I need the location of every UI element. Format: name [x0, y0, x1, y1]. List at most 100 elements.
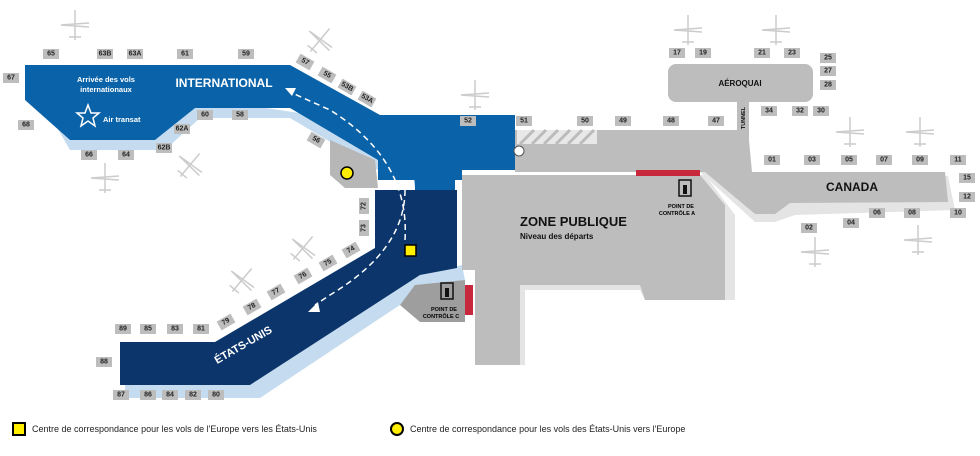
checkpoint-a-bar [636, 170, 700, 176]
walkway-us [314, 189, 406, 306]
svg-text:49: 49 [619, 118, 627, 125]
gate-78: 78 [242, 298, 262, 316]
gate-51: 51 [516, 116, 532, 126]
svg-text:85: 85 [144, 326, 152, 333]
gate-06: 06 [869, 208, 885, 218]
gate-64: 64 [118, 150, 134, 160]
gate-89: 89 [115, 324, 131, 334]
gate-17: 17 [669, 48, 685, 58]
gate-73: 73 [359, 220, 369, 236]
airplane-icon [800, 237, 830, 267]
svg-text:56: 56 [311, 135, 321, 145]
gate-58: 58 [232, 110, 248, 120]
svg-text:86: 86 [144, 392, 152, 399]
gate-61: 61 [177, 49, 193, 59]
svg-text:02: 02 [805, 225, 813, 232]
svg-text:12: 12 [963, 194, 971, 201]
transfer-hub-circle-icon [340, 166, 354, 180]
circle-hub-icon [390, 422, 404, 436]
svg-text:08: 08 [908, 210, 916, 217]
us-pier [120, 190, 457, 385]
walkway-international [289, 91, 407, 241]
canada-label: CANADA [826, 180, 878, 194]
gate-86: 86 [140, 390, 156, 400]
svg-text:27: 27 [824, 68, 832, 75]
gate-15: 15 [959, 173, 975, 183]
svg-text:47: 47 [712, 118, 720, 125]
gate-62B: 62B [156, 143, 172, 153]
svg-text:74: 74 [346, 245, 356, 255]
arrivals-label-1: Arrivée des vols [77, 75, 135, 84]
airplane-icon [307, 28, 333, 54]
airplane-icon [835, 117, 865, 147]
airplane-icon [290, 236, 316, 262]
svg-text:25: 25 [824, 55, 832, 62]
svg-text:50: 50 [581, 118, 589, 125]
gate-11: 11 [950, 155, 966, 165]
airplane-icon [177, 153, 203, 179]
gate-68: 68 [18, 120, 34, 130]
security-scanner-c-icon [440, 282, 454, 300]
gate-79: 79 [216, 313, 236, 331]
gate-60: 60 [197, 110, 213, 120]
gate-57: 57 [295, 53, 315, 71]
svg-text:84: 84 [166, 392, 174, 399]
gate-09: 09 [912, 155, 928, 165]
svg-text:76: 76 [298, 271, 308, 281]
svg-text:55: 55 [322, 70, 332, 80]
svg-text:81: 81 [197, 326, 205, 333]
security-scanner-a-icon [678, 179, 692, 197]
arrivals-label-2: internationaux [80, 85, 133, 94]
airplane-icon [90, 163, 120, 193]
gate-63B: 63B [97, 49, 113, 59]
gate-28: 28 [820, 80, 836, 90]
svg-text:10: 10 [954, 210, 962, 217]
svg-text:48: 48 [667, 118, 675, 125]
gate-02: 02 [801, 223, 817, 233]
gate-81: 81 [193, 324, 209, 334]
svg-text:30: 30 [817, 108, 825, 115]
gate-08: 08 [904, 208, 920, 218]
svg-text:61: 61 [181, 51, 189, 58]
airplane-icon [460, 80, 490, 110]
aeroquai-building [668, 64, 813, 102]
gate-63A: 63A [127, 49, 143, 59]
svg-text:65: 65 [47, 51, 55, 58]
international-pier [25, 65, 515, 180]
svg-text:17: 17 [673, 50, 681, 57]
svg-text:60: 60 [201, 112, 209, 119]
gate-52: 52 [460, 116, 476, 126]
air-transat-star-icon [74, 102, 102, 128]
svg-text:05: 05 [845, 157, 853, 164]
gate-07: 07 [876, 155, 892, 165]
airplane-icons [60, 10, 935, 294]
svg-text:58: 58 [236, 112, 244, 119]
gate-53B: 53B [337, 78, 357, 96]
canada-pier-main [515, 130, 948, 214]
gate-12: 12 [959, 192, 975, 202]
gate-65: 65 [43, 49, 59, 59]
checkpoint-c-label-1: POINT DE [431, 307, 457, 313]
public-zone-main [462, 175, 725, 365]
gate-34: 34 [761, 106, 777, 116]
air-transat-logo: Air transat [103, 115, 141, 124]
gate-88: 88 [96, 357, 112, 367]
airplane-icon [905, 117, 935, 147]
gate-74: 74 [341, 241, 361, 259]
svg-text:73: 73 [361, 224, 368, 232]
gate-72: 72 [359, 198, 369, 214]
svg-text:82: 82 [189, 392, 197, 399]
svg-text:67: 67 [7, 75, 15, 82]
gate-01: 01 [764, 155, 780, 165]
gate-59: 59 [238, 49, 254, 59]
gate-27: 27 [820, 66, 836, 76]
checkpoint-a-label-1: POINT DE [668, 204, 694, 210]
gate-04: 04 [843, 218, 859, 228]
legend-item-square: Centre de correspondance pour les vols d… [12, 422, 317, 436]
svg-text:03: 03 [808, 157, 816, 164]
svg-text:63A: 63A [129, 51, 142, 58]
arrow-us-icon [308, 302, 320, 312]
international-label: INTERNATIONAL [175, 76, 272, 90]
gate-67: 67 [3, 73, 19, 83]
svg-text:06: 06 [873, 210, 881, 217]
